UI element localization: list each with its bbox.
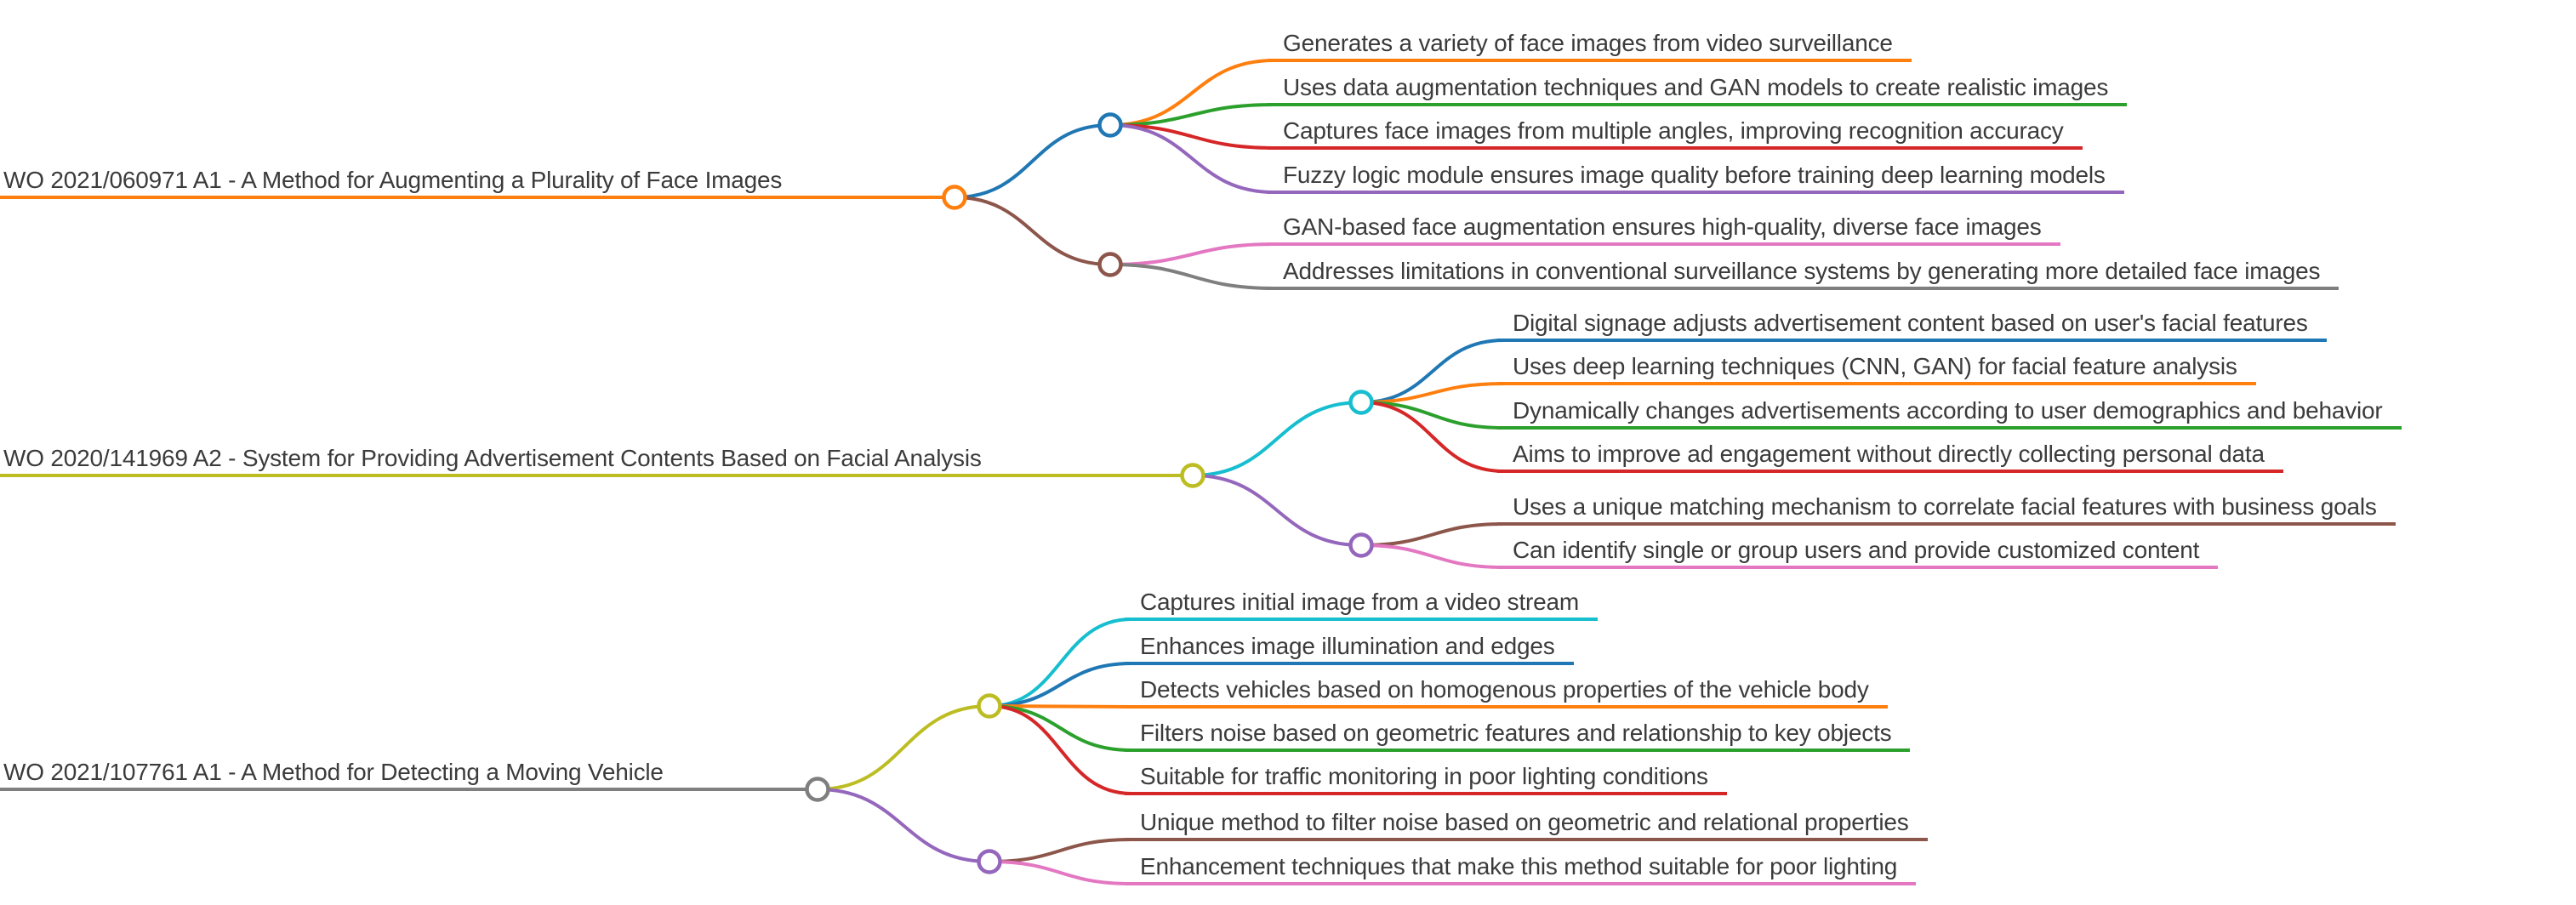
leaf-link: [1109, 59, 1275, 127]
leaf-link: [989, 662, 1132, 708]
leaf-link: [1360, 401, 1505, 473]
leaf-link: [1109, 123, 1275, 194]
branch-link: [1192, 401, 1362, 477]
leaf-node-label: Aims to improve ad engagement without di…: [1497, 439, 2283, 473]
leaf-link: [1360, 544, 1505, 569]
leaf-link: [1109, 242, 1275, 266]
leaf-node-label: Captures face images from multiple angle…: [1268, 116, 2083, 150]
tree-2: [0, 618, 1132, 885]
root-toggle-circle[interactable]: [942, 185, 967, 210]
leaf-node-label: Filters noise based on geometric feature…: [1125, 718, 1911, 752]
branch-toggle-circle[interactable]: [1348, 532, 1374, 558]
leaf-link: [1109, 263, 1275, 290]
root-toggle-circle[interactable]: [1180, 463, 1205, 488]
branch-toggle-circle[interactable]: [977, 693, 1002, 719]
leaf-link: [1360, 401, 1505, 430]
leaf-node-label: Captures initial image from a video stre…: [1125, 587, 1599, 621]
leaf-node-label: Enhances image illumination and edges: [1125, 631, 1574, 665]
branch-link: [1192, 474, 1362, 547]
branch-link: [954, 196, 1111, 266]
branch-link: [954, 123, 1111, 199]
leaf-node-label: Detects vehicles based on homogenous pro…: [1125, 674, 1888, 709]
tree-0: [0, 59, 1275, 290]
leaf-node-label: Can identify single or group users and p…: [1497, 535, 2219, 569]
root-node-label: WO 2021/107761 A1 - A Method for Detecti…: [3, 759, 664, 785]
branch-toggle-circle[interactable]: [1097, 112, 1123, 138]
root-node-label: WO 2021/060971 A1 - A Method for Augment…: [3, 167, 783, 193]
leaf-node-label: Dynamically changes advertisements accor…: [1497, 396, 2402, 430]
branch-toggle-circle[interactable]: [977, 849, 1002, 874]
leaf-node-label: Enhancement techniques that make this me…: [1125, 851, 1917, 885]
leaf-node-label: GAN-based face augmentation ensures high…: [1268, 212, 2060, 246]
leaf-node-label: Unique method to filter noise based on g…: [1125, 807, 1928, 841]
leaf-node-label: Uses deep learning techniques (CNN, GAN)…: [1497, 351, 2256, 385]
leaf-node-label: Fuzzy logic module ensures image quality…: [1268, 160, 2124, 194]
branch-toggle-circle[interactable]: [1097, 252, 1123, 277]
leaf-link: [1360, 522, 1505, 547]
branch-link: [817, 704, 990, 791]
tree-1: [0, 339, 1505, 569]
branch-link: [817, 788, 990, 863]
leaf-node-label: Uses data augmentation techniques and GA…: [1268, 72, 2128, 106]
branch-toggle-circle[interactable]: [1348, 390, 1374, 415]
leaf-link: [989, 618, 1132, 708]
leaf-node-label: Generates a variety of face images from …: [1268, 28, 1912, 62]
root-toggle-circle[interactable]: [805, 777, 830, 802]
leaf-link: [1109, 103, 1275, 127]
leaf-link: [1360, 382, 1505, 404]
leaf-link: [1109, 123, 1275, 150]
leaf-link: [989, 838, 1132, 863]
leaf-link: [1360, 339, 1505, 404]
leaf-link: [989, 704, 1132, 795]
leaf-node-label: Addresses limitations in conventional su…: [1268, 256, 2339, 290]
leaf-link: [989, 860, 1132, 885]
root-node-label: WO 2020/141969 A2 - System for Providing…: [3, 445, 982, 471]
leaf-node-label: Digital signage adjusts advertisement co…: [1497, 308, 2327, 342]
leaf-node-label: Uses a unique matching mechanism to corr…: [1497, 492, 2396, 526]
leaf-node-label: Suitable for traffic monitoring in poor …: [1125, 761, 1727, 795]
